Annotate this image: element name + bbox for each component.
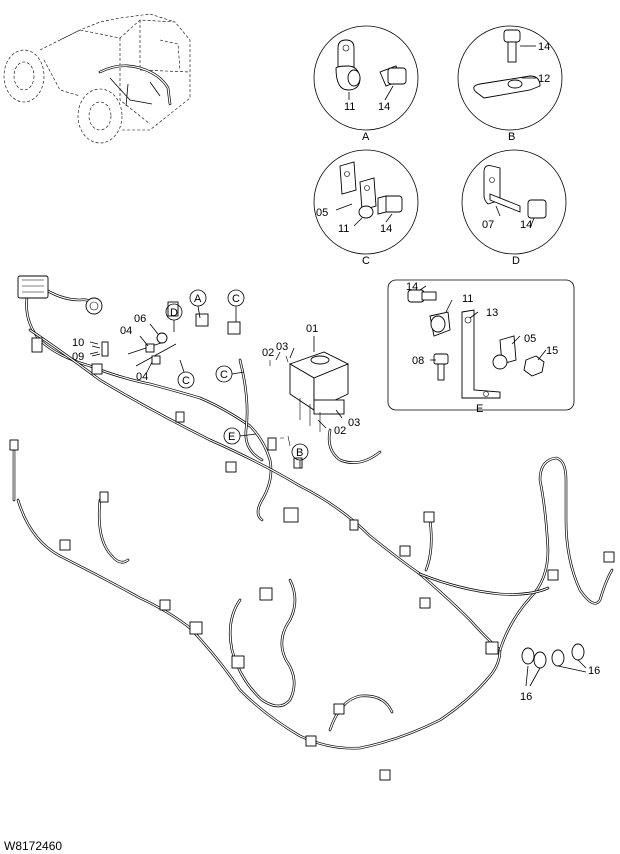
callout-03-lower: 03 xyxy=(348,417,360,429)
ref-marker-c-left: C xyxy=(182,375,190,387)
callout-14-detail-e: 14 xyxy=(406,281,418,293)
callout-05-detail-c: 05 xyxy=(316,207,328,219)
callout-16-right: 16 xyxy=(588,665,600,677)
callout-14-detail-b: 14 xyxy=(538,41,550,53)
callout-02-upper: 02 xyxy=(262,347,274,359)
detail-d-letter: D xyxy=(512,255,520,267)
callout-04-lower: 04 xyxy=(136,371,148,383)
callout-14-detail-d: 14 xyxy=(520,219,532,231)
clamps-16: 16 16 xyxy=(520,643,600,703)
callout-02-lower: 02 xyxy=(334,425,346,437)
figure-code: W8172460 xyxy=(4,839,62,853)
detail-b-letter: B xyxy=(508,131,515,143)
relay-box-01: 01 02 03 03 02 xyxy=(262,323,360,447)
detail-a-letter: A xyxy=(362,131,370,143)
callout-12-detail-b: 12 xyxy=(538,73,550,85)
detail-c-letter: C xyxy=(362,255,370,267)
detail-e-letter: E xyxy=(476,403,483,415)
callout-16-lower: 16 xyxy=(520,691,532,703)
callout-14-detail-c: 14 xyxy=(380,223,392,235)
detail-c: 05 11 14 C xyxy=(313,149,419,267)
callout-15-detail-e: 15 xyxy=(546,345,558,357)
callout-03-upper: 03 xyxy=(276,341,288,353)
detail-e: 14 11 13 05 08 15 E xyxy=(387,279,575,415)
callout-10: 10 xyxy=(72,337,84,349)
detail-d: 07 14 D xyxy=(461,149,567,267)
callout-09: 09 xyxy=(72,351,84,363)
callout-11-detail-c: 11 xyxy=(338,223,349,235)
callout-14-detail-a: 14 xyxy=(378,101,390,113)
detail-b: 14 12 B xyxy=(457,25,563,143)
ref-marker-b: B xyxy=(296,447,303,459)
main-callouts: 06 04 04 10 09 xyxy=(72,313,159,383)
machine-overview-thumbnail xyxy=(3,13,191,144)
callout-04-upper: 04 xyxy=(120,325,132,337)
ref-marker-c-mid: C xyxy=(220,369,228,381)
ref-marker-a: A xyxy=(194,293,202,305)
ref-marker-e: E xyxy=(228,431,235,443)
callout-13-detail-e: 13 xyxy=(486,307,498,319)
main-wiring-harness xyxy=(9,275,615,781)
callout-08-detail-e: 08 xyxy=(412,355,424,367)
callout-06: 06 xyxy=(134,313,146,325)
callout-01: 01 xyxy=(306,323,318,335)
reference-markers: A D C C C E B xyxy=(165,289,309,468)
ref-marker-d: D xyxy=(170,307,178,319)
callout-11-detail-a: 11 xyxy=(344,101,355,113)
ref-marker-c-top: C xyxy=(232,293,240,305)
detail-a: 11 14 A xyxy=(313,25,419,143)
callout-11-detail-e: 11 xyxy=(462,293,473,305)
callout-05-detail-e: 05 xyxy=(524,333,536,345)
callout-07-detail-d: 07 xyxy=(482,219,494,231)
